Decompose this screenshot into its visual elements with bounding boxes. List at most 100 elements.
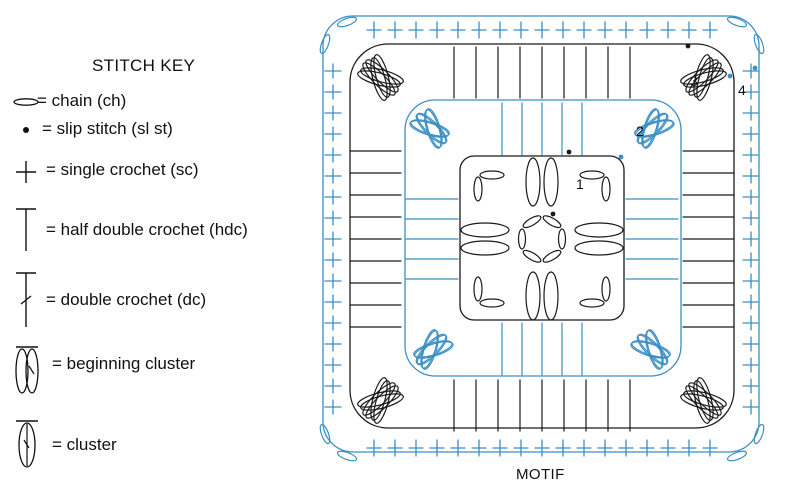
round-3-cluster <box>685 385 719 419</box>
key-row-beginning-cluster: = beginning cluster <box>10 344 310 396</box>
key-label-cluster: = cluster <box>52 435 117 454</box>
round-1-chain <box>601 176 611 202</box>
round-label-4: 4 <box>738 82 746 98</box>
round-1-chain <box>601 276 611 302</box>
cluster-icon <box>16 420 38 468</box>
key-label-slip-stitch: = slip stitch (sl st) <box>42 119 173 138</box>
round-2-cluster <box>636 334 668 366</box>
round-3-cluster <box>680 67 724 85</box>
round-4-chain <box>753 33 765 55</box>
round-1 <box>459 149 625 321</box>
double-crochet-icon <box>16 272 36 327</box>
round-1-chain <box>473 176 483 202</box>
round-2-cluster <box>424 109 442 149</box>
round-4-chain <box>726 450 748 462</box>
round-2-cluster <box>413 340 453 358</box>
key-row-single-crochet: = single crochet (sc) <box>10 159 310 183</box>
round-4-chain <box>319 33 331 55</box>
round-2 <box>404 99 682 377</box>
motif-caption: MOTIF <box>516 466 565 483</box>
round-2-cluster <box>630 341 670 359</box>
round-3-cluster <box>683 70 727 88</box>
slip-stitch-icon <box>23 127 29 133</box>
round-1-cluster <box>525 271 541 321</box>
key-label-chain: = chain (ch) <box>37 91 127 110</box>
center-ring <box>517 211 567 263</box>
round-2-cluster <box>645 330 663 370</box>
round-3-slip-stitch <box>685 43 691 49</box>
round-3-cluster <box>370 377 388 421</box>
round-1-cluster <box>574 222 624 238</box>
round-1-cluster <box>543 157 559 207</box>
round-3-cluster <box>365 385 399 419</box>
round-1-chain <box>479 298 505 308</box>
round-4 <box>319 15 765 462</box>
round-2-cluster <box>642 109 660 149</box>
round-1-chain-frame <box>459 155 625 321</box>
key-row-double-crochet: = double crochet (dc) <box>10 271 310 329</box>
round-label-3: 3 <box>690 73 698 89</box>
round-3-cluster <box>693 380 711 424</box>
ring-chain <box>517 228 527 250</box>
round-4-chain <box>726 16 748 28</box>
round-3-cluster <box>696 377 714 421</box>
round-4-chain-frame <box>322 15 760 453</box>
key-row-chain: = chain (ch) <box>10 90 310 114</box>
beginning-cluster-icon <box>15 346 39 394</box>
round-3-cluster <box>683 390 727 408</box>
round-3-cluster <box>685 59 719 93</box>
round-1-chain <box>479 170 505 180</box>
round-3-cluster <box>357 390 401 408</box>
key-label-single-crochet: = single crochet (sc) <box>46 160 199 179</box>
round-3-cluster <box>688 382 722 416</box>
ring-chain <box>542 215 562 229</box>
round-2-slip-stitch <box>618 154 624 160</box>
round-3-cluster <box>362 62 396 96</box>
ring-chain <box>557 228 567 250</box>
round-label-2: 2 <box>636 123 644 139</box>
round-4-slip-stitch <box>752 65 758 71</box>
key-row-slip-stitch: = slip stitch (sl st) <box>10 118 310 142</box>
ring-chain <box>542 249 562 263</box>
round-1-chain <box>579 298 605 308</box>
key-label-half-double-crochet: = half double crochet (hdc) <box>46 220 248 239</box>
round-4-chain <box>319 423 331 445</box>
round-1-chain <box>579 170 605 180</box>
round-3-cluster <box>370 57 388 101</box>
round-2-cluster <box>420 329 438 369</box>
round-1-cluster <box>543 271 559 321</box>
round-1-slip-stitch <box>566 149 572 155</box>
half-double-crochet-icon <box>16 208 36 251</box>
round-3-cluster <box>696 57 714 101</box>
round-3-cluster <box>693 54 711 98</box>
round-4-slip-stitch <box>727 73 733 79</box>
stitch-key-title: STITCH KEY <box>92 56 196 75</box>
key-label-beginning-cluster: = beginning cluster <box>52 354 196 373</box>
round-1-cluster <box>460 240 510 256</box>
ring-slip-stitch <box>550 211 556 217</box>
round-3-cluster <box>680 393 724 411</box>
round-3-cluster <box>360 393 404 411</box>
key-row-half-double-crochet: = half double crochet (hdc) <box>10 207 310 253</box>
round-2-cluster <box>415 113 447 145</box>
key-label-double-crochet: = double crochet (dc) <box>46 290 207 309</box>
round-3-cluster <box>365 59 399 93</box>
chain-icon <box>13 98 39 106</box>
round-3-cluster <box>360 67 404 85</box>
round-3-cluster <box>357 70 401 88</box>
key-row-cluster: = cluster <box>10 418 310 470</box>
round-3-cluster <box>688 62 722 96</box>
round-4-chain <box>753 423 765 445</box>
round-label-1: 1 <box>576 176 584 192</box>
ring-chain <box>522 215 542 229</box>
single-crochet-icon <box>16 161 36 183</box>
round-4-chain <box>336 16 358 28</box>
round-3-cluster <box>362 382 396 416</box>
round-3-cluster <box>373 380 391 424</box>
round-1-chain <box>473 276 483 302</box>
round-3-cluster <box>373 54 391 98</box>
motif-diagram <box>319 15 765 462</box>
round-1-cluster <box>525 157 541 207</box>
ring-chain <box>522 249 542 263</box>
round-1-cluster <box>574 240 624 256</box>
